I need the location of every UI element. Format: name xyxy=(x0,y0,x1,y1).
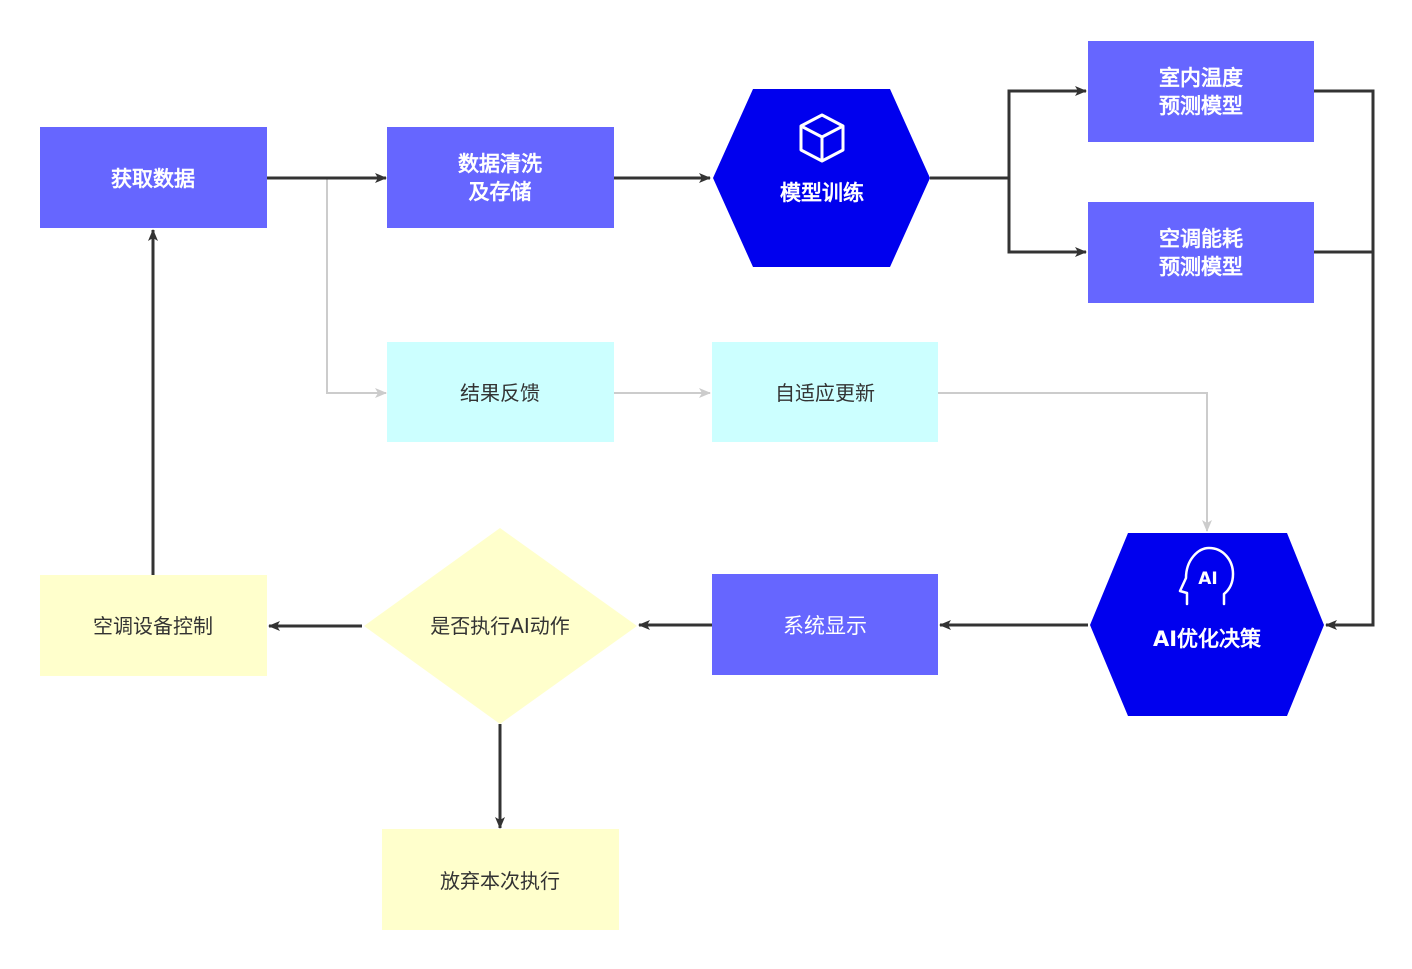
node-indoor-temp-model[interactable]: 室内温度 预测模型 xyxy=(1088,41,1314,142)
node-ac-control-label: 空调设备控制 xyxy=(93,614,213,638)
ai-head-icon xyxy=(1178,546,1235,606)
node-result-feedback[interactable]: 结果反馈 xyxy=(387,342,614,442)
node-model-training-label: 模型训练 xyxy=(780,181,864,205)
node-indoor-temp-label-line1: 室内温度 xyxy=(1159,66,1243,90)
node-clean-store[interactable]: 数据清洗 及存储 xyxy=(387,127,614,228)
node-ac-energy-model[interactable]: 空调能耗 预测模型 xyxy=(1088,202,1314,303)
node-clean-store-label-line1: 数据清洗 xyxy=(458,152,542,176)
cube-icon xyxy=(799,113,845,163)
node-ac-energy-label-line1: 空调能耗 xyxy=(1159,227,1243,251)
node-ai-decision-label: AI优化决策 xyxy=(1153,627,1262,651)
arrow-getdata-to-feedback xyxy=(326,178,387,398)
arrow-training-to-energy xyxy=(1007,178,1087,257)
node-adaptive-update[interactable]: 自适应更新 xyxy=(712,342,938,442)
arrow-temp-to-ai xyxy=(1314,89,1375,630)
node-ai-decision[interactable]: AI AI优化决策 xyxy=(1090,533,1324,716)
node-clean-store-label-line2: 及存储 xyxy=(469,180,532,204)
node-model-training[interactable]: 模型训练 xyxy=(713,89,930,267)
node-execute-decision[interactable]: 是否执行AI动作 xyxy=(364,528,637,724)
ai-icon-label: AI xyxy=(1198,569,1217,589)
node-system-display-label: 系统显示 xyxy=(783,614,867,638)
arrow-adaptive-to-ai xyxy=(938,392,1212,532)
node-indoor-temp-label-line2: 预测模型 xyxy=(1159,94,1243,118)
arrow-training-to-temp xyxy=(930,86,1087,180)
node-result-feedback-label: 结果反馈 xyxy=(460,381,540,405)
node-get-data[interactable]: 获取数据 xyxy=(40,127,267,228)
node-adaptive-update-label: 自适应更新 xyxy=(775,381,875,405)
node-ac-energy-label-line2: 预测模型 xyxy=(1159,255,1243,279)
node-ac-control[interactable]: 空调设备控制 xyxy=(40,575,267,676)
connectors xyxy=(148,86,1375,829)
node-get-data-label: 获取数据 xyxy=(111,167,195,191)
node-execute-decision-label: 是否执行AI动作 xyxy=(430,614,570,638)
node-abandon-label: 放弃本次执行 xyxy=(440,869,560,893)
node-abandon[interactable]: 放弃本次执行 xyxy=(382,829,619,930)
node-system-display[interactable]: 系统显示 xyxy=(712,574,938,675)
